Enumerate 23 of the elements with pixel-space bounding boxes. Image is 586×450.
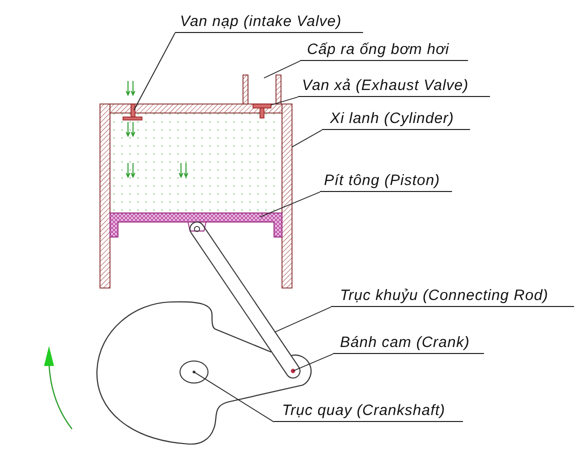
part-label: Bánh cam (Crank) [333, 334, 484, 354]
valve [252, 104, 272, 118]
valve [122, 104, 142, 120]
leader-line [292, 130, 322, 148]
part-label: Trục khuỷu (Connecting Rod) [331, 287, 574, 307]
leader-line [264, 60, 300, 78]
part-label: Pít tông (Piston) [320, 172, 452, 192]
leader-line [274, 306, 332, 332]
part-label: Xi lanh (Cylinder) [322, 110, 470, 130]
leader-line [134, 32, 176, 110]
part-label: Van nạp (intake Valve) [175, 13, 363, 33]
leader-line [292, 354, 334, 372]
leader-line [194, 372, 274, 422]
leader-line [270, 96, 298, 106]
pipe [242, 74, 282, 104]
connecting-rod [190, 222, 300, 378]
crank-disc [96, 301, 312, 445]
part-label: Van xả (Exhaust Valve) [298, 77, 490, 97]
shaft-hub [180, 360, 208, 384]
cylinder [100, 104, 292, 288]
part-label: Cấp ra ống bơm hơi [300, 41, 468, 61]
part-label: Trục quay (Crankshaft) [274, 402, 463, 422]
piston [110, 212, 282, 238]
